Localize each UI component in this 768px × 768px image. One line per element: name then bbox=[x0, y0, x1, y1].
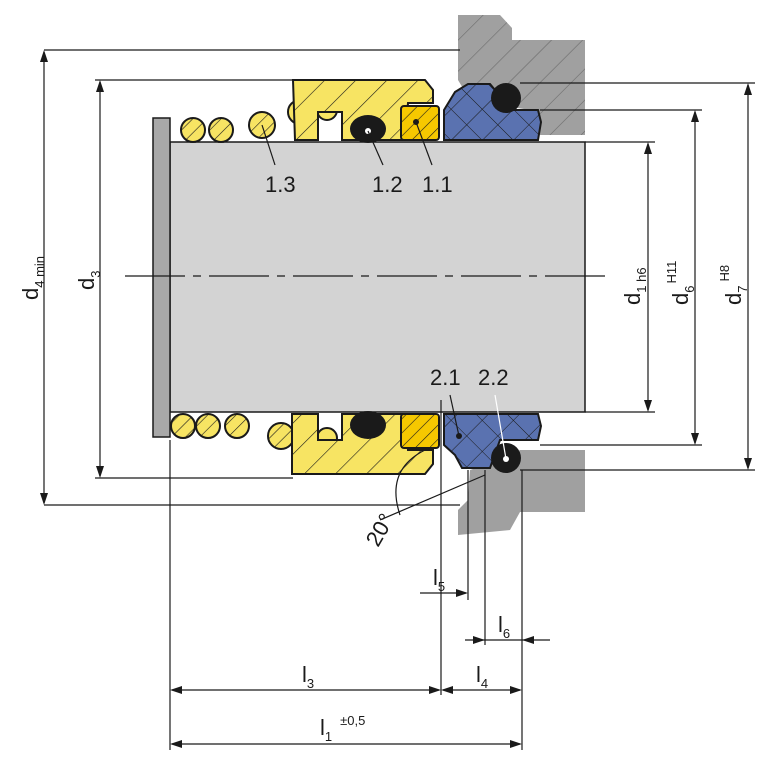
dimension-arrows bbox=[40, 50, 752, 748]
housing bbox=[458, 15, 585, 535]
label-l1: l1±0,5 bbox=[320, 713, 365, 744]
shaft-collar bbox=[152, 117, 171, 438]
label-d6: d6H11 bbox=[664, 261, 697, 305]
label-part-2-2: 2.2 bbox=[478, 365, 509, 390]
label-d3: d3 bbox=[74, 271, 103, 290]
label-part-1-1: 1.1 bbox=[422, 172, 453, 197]
shaft bbox=[169, 141, 586, 413]
svg-text:d6H11: d6H11 bbox=[664, 261, 697, 305]
label-d7: d7H8 bbox=[717, 265, 750, 305]
seal-face-1-1 bbox=[400, 105, 440, 449]
spring-hatch bbox=[171, 112, 294, 449]
label-l3: l3 bbox=[302, 662, 314, 691]
svg-text:d7H8: d7H8 bbox=[717, 265, 750, 305]
svg-text:d1 h6: d1 h6 bbox=[620, 267, 649, 305]
label-part-1-2: 1.2 bbox=[372, 172, 403, 197]
label-l4: l4 bbox=[476, 662, 488, 691]
label-l5: l5 bbox=[433, 565, 445, 594]
label-d4: d4 min bbox=[18, 256, 47, 300]
label-part-2-1: 2.1 bbox=[430, 365, 461, 390]
label-l6: l6 bbox=[498, 612, 510, 641]
label-part-1-3: 1.3 bbox=[265, 172, 296, 197]
o-ring-1-2 bbox=[350, 115, 386, 439]
label-d1: d1 h6 bbox=[620, 267, 649, 305]
seat-2-1 bbox=[443, 83, 543, 469]
svg-text:d4 min: d4 min bbox=[18, 256, 47, 300]
rotating-seal-body bbox=[291, 79, 434, 475]
label-angle: 20° bbox=[361, 509, 399, 550]
leader-lines bbox=[261, 121, 507, 460]
svg-text:d3: d3 bbox=[74, 271, 103, 290]
